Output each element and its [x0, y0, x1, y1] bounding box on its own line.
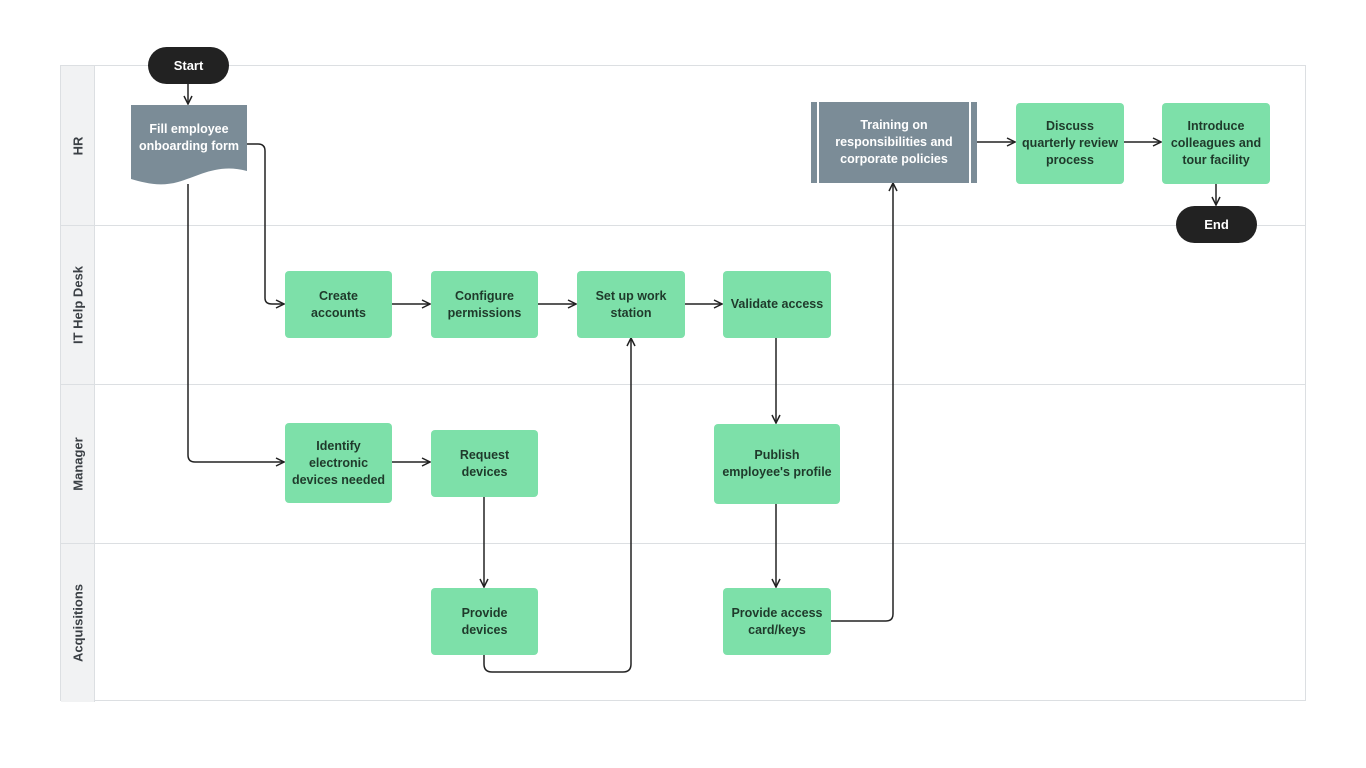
create-accounts-node[interactable]: Create accounts: [285, 271, 392, 338]
fill-form-label: Fill employee onboarding form: [139, 122, 239, 153]
lane-header-manager: Manager: [61, 385, 95, 543]
connector-provide-devices-to-setup: [483, 338, 631, 673]
lane-header-it-help-desk: IT Help Desk: [61, 226, 95, 384]
lane-hr: HR: [61, 66, 1305, 225]
provide-access-node[interactable]: Provide access card/keys: [723, 588, 831, 655]
document-shape[interactable]: [131, 105, 247, 185]
lane-it-help-desk: IT Help Desk: [61, 225, 1305, 384]
setup-workstation-node[interactable]: Set up work station: [577, 271, 685, 338]
connector-form-to-identify-devices: [187, 184, 284, 462]
request-devices-node[interactable]: Request devices: [431, 430, 538, 497]
start-node[interactable]: Start: [148, 47, 229, 84]
discuss-node[interactable]: Discuss quarterly review process: [1016, 103, 1124, 184]
lane-acquisitions: Acquisitions: [61, 543, 1305, 702]
identify-devices-node[interactable]: Identify electronic devices needed: [285, 423, 392, 503]
swimlane-container: HR IT Help Desk Manager Acquisitions: [60, 65, 1306, 702]
lane-manager: Manager: [61, 384, 1305, 543]
introduce-node[interactable]: Introduce colleagues and tour facility: [1162, 103, 1270, 184]
connector-form-to-create-accounts: [247, 143, 284, 304]
training-node[interactable]: Training on responsibilities and corpora…: [811, 102, 977, 183]
lane-header-hr: HR: [61, 66, 95, 225]
lane-header-acquisitions: Acquisitions: [61, 544, 95, 702]
end-node[interactable]: End: [1176, 206, 1257, 243]
configure-permissions-node[interactable]: Configure permissions: [431, 271, 538, 338]
provide-devices-node[interactable]: Provide devices: [431, 588, 538, 655]
connector-provide-access-to-training: [831, 183, 893, 622]
validate-access-node[interactable]: Validate access: [723, 271, 831, 338]
publish-profile-node[interactable]: Publish employee's profile: [714, 424, 840, 504]
